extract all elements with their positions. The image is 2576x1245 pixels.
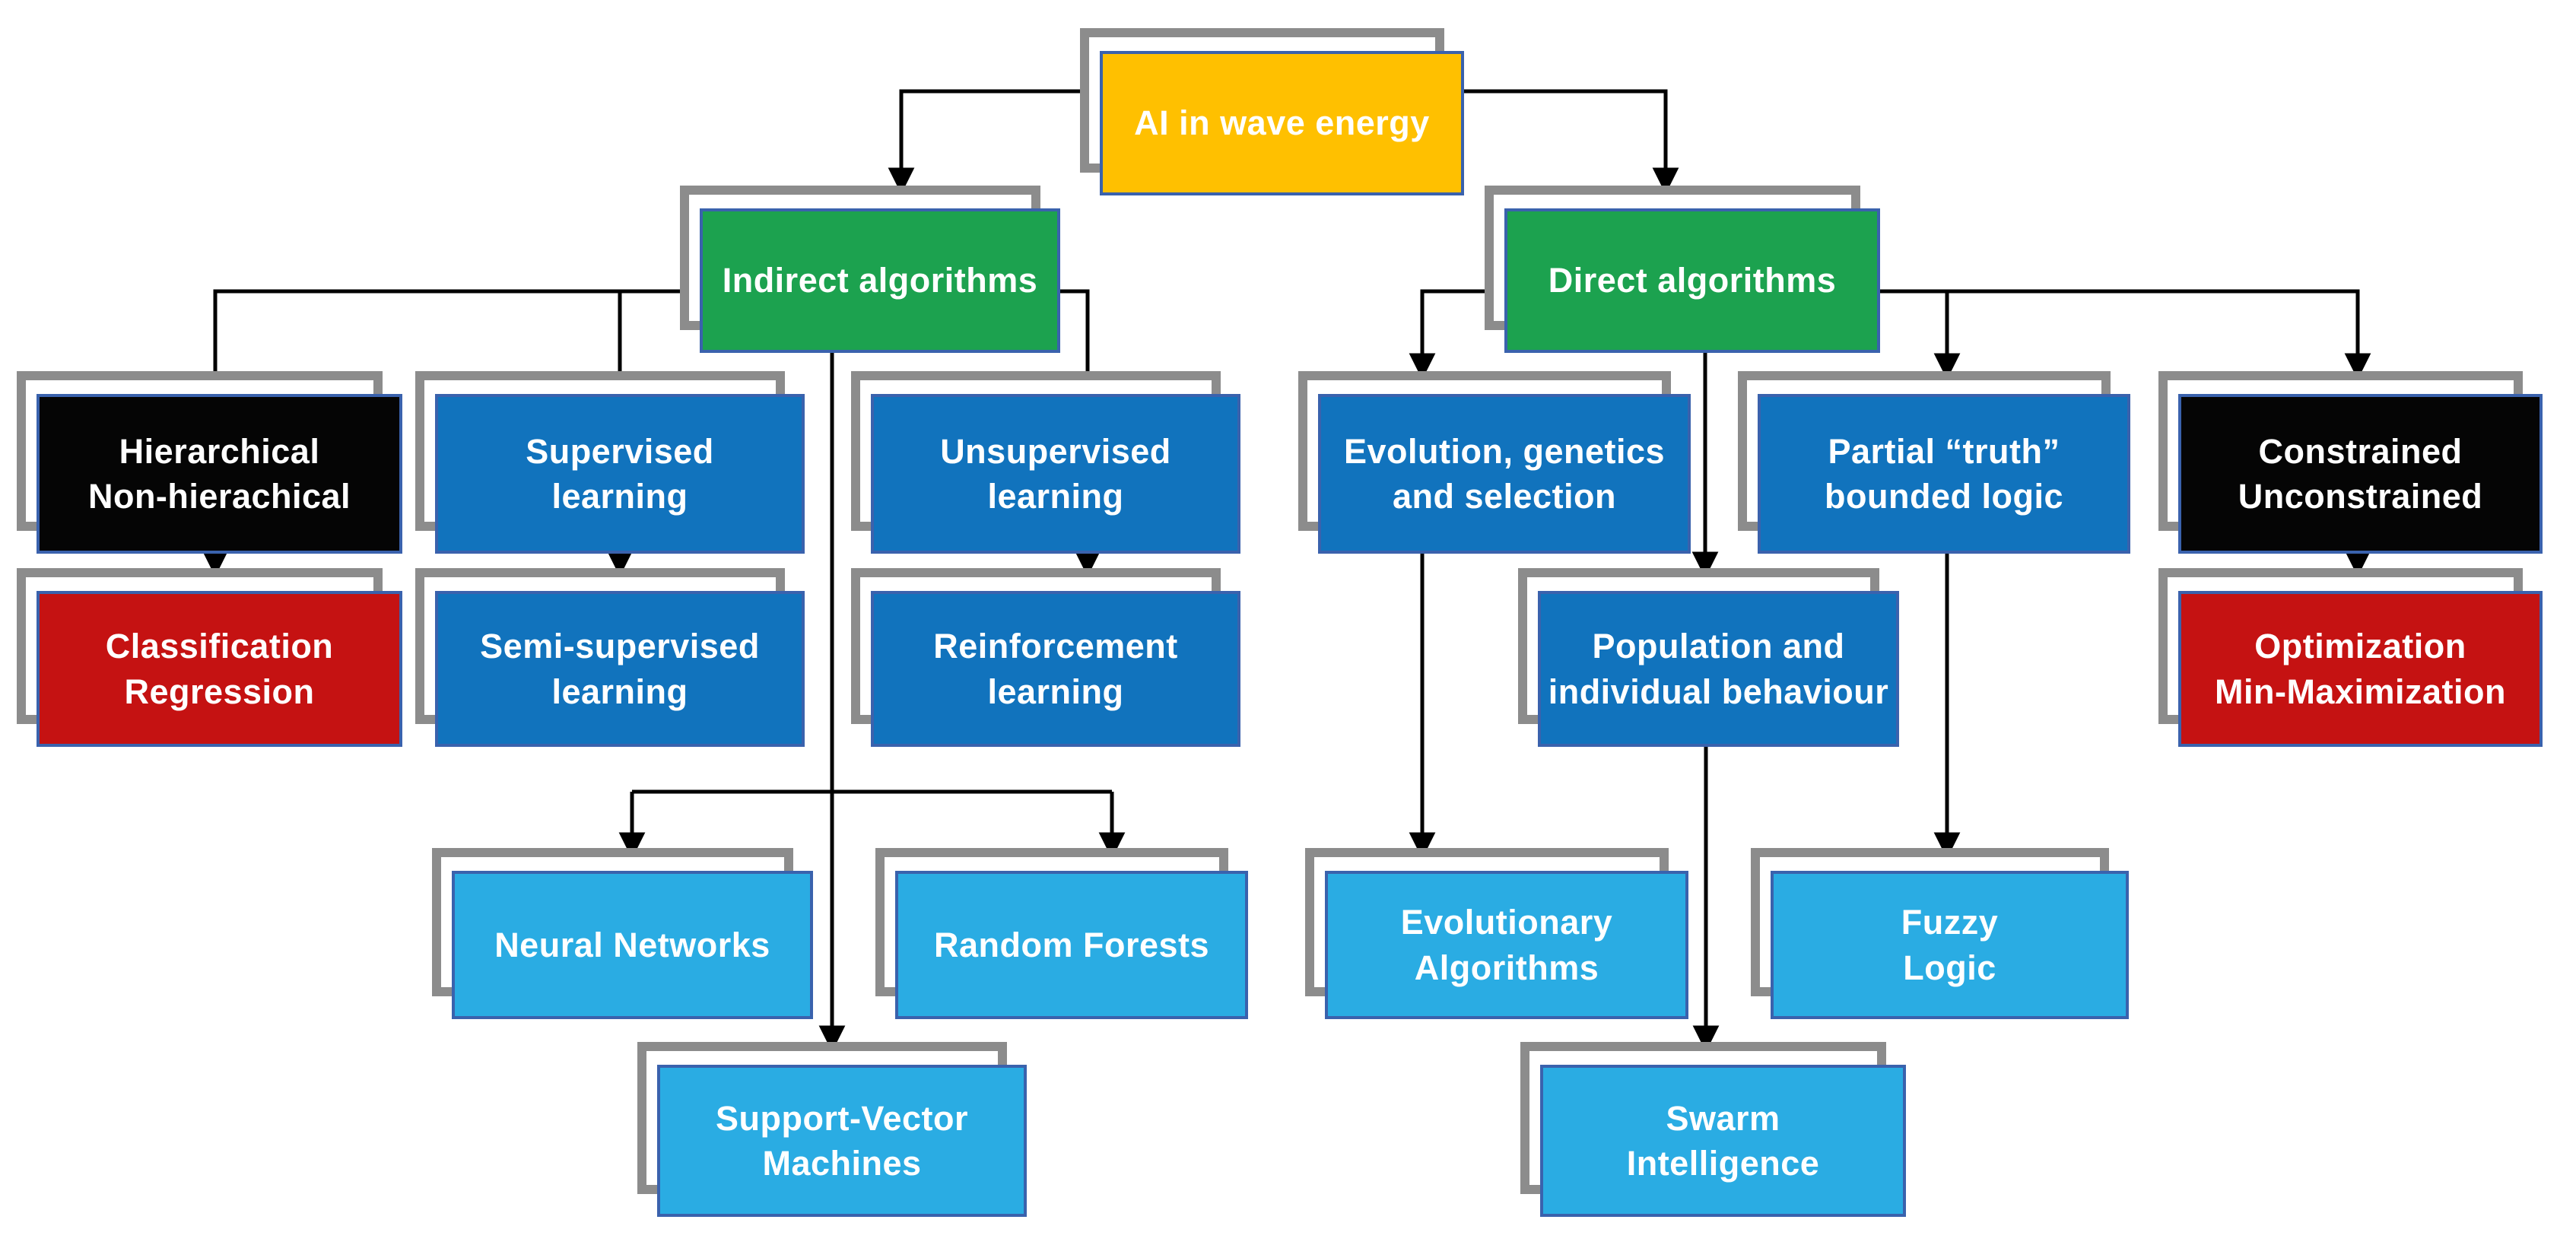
- node-face: Swarm Intelligence: [1540, 1065, 1906, 1217]
- node-indirect-algorithms: Indirect algorithms: [680, 186, 1060, 353]
- node-face: Hierarchical Non-hierachical: [37, 394, 402, 554]
- node-label: Evolution, genetics and selection: [1343, 431, 1666, 516]
- node-classification-regression: Classification Regression: [17, 568, 402, 747]
- node-evolutionary-algorithms: Evolutionary Algorithms: [1305, 848, 1688, 1019]
- node-face: Evolutionary Algorithms: [1325, 871, 1688, 1019]
- node-label: Partial “truth” bounded logic: [1825, 431, 2063, 516]
- node-face: Partial “truth” bounded logic: [1758, 394, 2130, 554]
- node-face: Optimization Min-Maximization: [2178, 591, 2543, 747]
- edge-root-indirect: [888, 89, 1100, 195]
- node-label: Hierarchical Non-hierachical: [87, 431, 351, 516]
- node-evolution-genetics-selection: Evolution, genetics and selection: [1298, 371, 1691, 554]
- node-ai-in-wave-energy: AI in wave energy: [1080, 28, 1464, 195]
- node-face: Random Forests: [895, 871, 1248, 1019]
- node-face: Indirect algorithms: [700, 208, 1060, 353]
- edge-direct-constrained: [1880, 289, 2371, 380]
- node-face: Neural Networks: [452, 871, 813, 1019]
- node-optimization-min-maximization: Optimization Min-Maximization: [2158, 568, 2543, 747]
- node-random-forests: Random Forests: [875, 848, 1248, 1019]
- node-face: AI in wave energy: [1100, 51, 1464, 195]
- node-face: Reinforcement learning: [871, 591, 1240, 747]
- node-direct-algorithms: Direct algorithms: [1485, 186, 1880, 353]
- node-face: Semi-supervised learning: [435, 591, 805, 747]
- edge-root-direct: [1464, 89, 1679, 195]
- node-face: Evolution, genetics and selection: [1318, 394, 1691, 554]
- node-label: Optimization Min-Maximization: [2214, 627, 2506, 711]
- node-label: Evolutionary Algorithms: [1400, 903, 1613, 987]
- node-face: Unsupervised learning: [871, 394, 1240, 554]
- node-label: Supervised learning: [526, 431, 714, 516]
- node-label: Population and individual behaviour: [1548, 627, 1889, 711]
- node-hierarchical-non-hierachical: Hierarchical Non-hierachical: [17, 371, 402, 554]
- node-label: Indirect algorithms: [722, 261, 1038, 300]
- node-label: Semi-supervised learning: [480, 627, 760, 711]
- edge-direct-evolution: [1409, 289, 1504, 380]
- node-label: Neural Networks: [494, 925, 770, 964]
- node-swarm-intelligence: Swarm Intelligence: [1520, 1042, 1906, 1217]
- node-label: Reinforcement learning: [933, 627, 1178, 711]
- node-face: Constrained Unconstrained: [2178, 394, 2543, 554]
- node-unsupervised-learning: Unsupervised learning: [851, 371, 1240, 554]
- node-face: Supervised learning: [435, 394, 805, 554]
- node-label: Swarm Intelligence: [1626, 1098, 1820, 1183]
- edge-indirect-unsupervised: [1060, 289, 1090, 374]
- node-reinforcement-learning: Reinforcement learning: [851, 568, 1240, 747]
- node-face: Population and individual behaviour: [1538, 591, 1899, 747]
- node-face: Direct algorithms: [1504, 208, 1880, 353]
- node-face: Support-Vector Machines: [657, 1065, 1027, 1217]
- node-face: Fuzzy Logic: [1771, 871, 2129, 1019]
- node-semi-supervised-learning: Semi-supervised learning: [415, 568, 805, 747]
- node-label: Constrained Unconstrained: [2238, 431, 2483, 516]
- node-label: AI in wave energy: [1134, 103, 1430, 143]
- node-face: Classification Regression: [37, 591, 402, 747]
- node-partial-truth-bounded-logic: Partial “truth” bounded logic: [1738, 371, 2130, 554]
- node-constrained-unconstrained: Constrained Unconstrained: [2158, 371, 2543, 554]
- node-label: Unsupervised learning: [940, 431, 1171, 516]
- node-fuzzy-logic: Fuzzy Logic: [1751, 848, 2129, 1019]
- node-label: Fuzzy Logic: [1901, 903, 1999, 987]
- node-label: Support-Vector Machines: [715, 1098, 969, 1183]
- node-population-individual-behaviour: Population and individual behaviour: [1518, 568, 1899, 747]
- node-label: Random Forests: [933, 925, 1210, 964]
- edge-indirect-hierarchical: [213, 289, 700, 374]
- node-label: Classification Regression: [105, 627, 334, 711]
- node-support-vector-machines: Support-Vector Machines: [637, 1042, 1027, 1217]
- node-label: Direct algorithms: [1548, 261, 1837, 300]
- node-supervised-learning: Supervised learning: [415, 371, 805, 554]
- node-neural-networks: Neural Networks: [432, 848, 813, 1019]
